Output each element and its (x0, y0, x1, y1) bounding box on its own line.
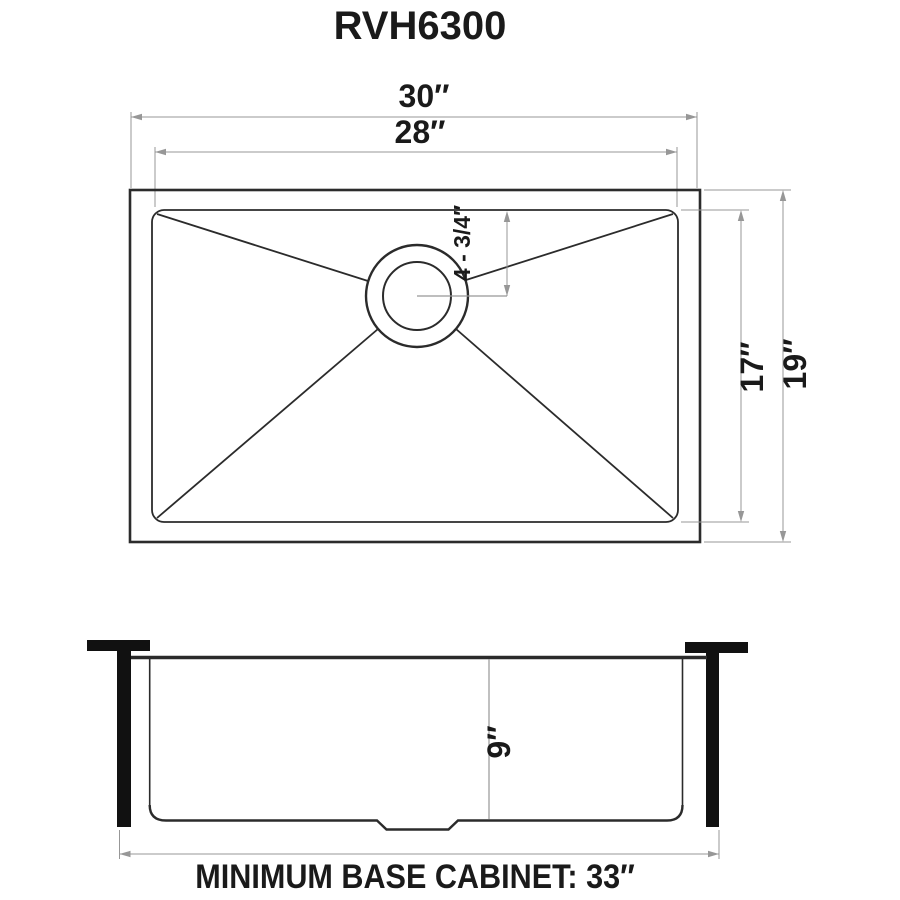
crease-top-left (156, 213, 369, 282)
arrowhead-up-icon (737, 210, 745, 221)
arrowhead-down-icon (737, 511, 745, 522)
arrowhead-left-icon (119, 850, 131, 858)
dimension-overall-width: 30″ (130, 78, 698, 188)
arrowhead-left-icon (155, 148, 166, 156)
overall-depth-label: 19″ (777, 339, 813, 390)
bowl-bottom-and-drain-boss (148, 804, 684, 831)
dimension-overall-depth: 19″ (704, 189, 813, 543)
arrowhead-up-icon (503, 211, 511, 222)
drain-position-label: 4 - 3/4″ (449, 205, 475, 281)
dimension-bowl-depth: 17″ (681, 209, 770, 523)
dimension-bowl-width: 28″ (154, 114, 678, 207)
crease-bottom-right (455, 328, 674, 519)
arrowhead-right-icon (666, 148, 677, 156)
bowl-depth-label: 17″ (734, 342, 770, 393)
crease-top-right (465, 213, 674, 281)
dimension-bowl-height: 9″ (481, 659, 517, 819)
dimension-drain-position: 4 - 3/4″ (417, 205, 511, 297)
crease-bottom-left (156, 328, 379, 519)
arrowhead-up-icon (779, 190, 787, 201)
bowl-width-label: 28″ (395, 114, 446, 150)
bowl-inner-edge (151, 209, 679, 523)
dimension-base-cabinet: MINIMUM BASE CABINET: 33″ (119, 830, 720, 896)
base-cabinet-caption: MINIMUM BASE CABINET: 33″ (195, 858, 634, 896)
bowl-height-label: 9″ (481, 725, 517, 758)
overall-width-label: 30″ (399, 78, 450, 114)
sink-outer-rim (128, 188, 702, 544)
model-title: RVH6300 (334, 4, 507, 48)
arrowhead-down-icon (503, 285, 511, 296)
right-mounting-stud (706, 652, 719, 827)
arrowhead-left-icon (131, 113, 142, 121)
arrowhead-right-icon (708, 850, 719, 858)
left-clip-bar (87, 640, 150, 651)
top-view: 30″ 28″ 4 - 3/4″ (128, 78, 813, 544)
arrowhead-right-icon (686, 113, 697, 121)
arrowhead-down-icon (779, 531, 787, 542)
front-view: 9″ MINIMUM BASE CABINET: 33″ (87, 640, 748, 895)
left-mounting-stud (117, 651, 131, 827)
right-clip-bar (685, 642, 748, 653)
